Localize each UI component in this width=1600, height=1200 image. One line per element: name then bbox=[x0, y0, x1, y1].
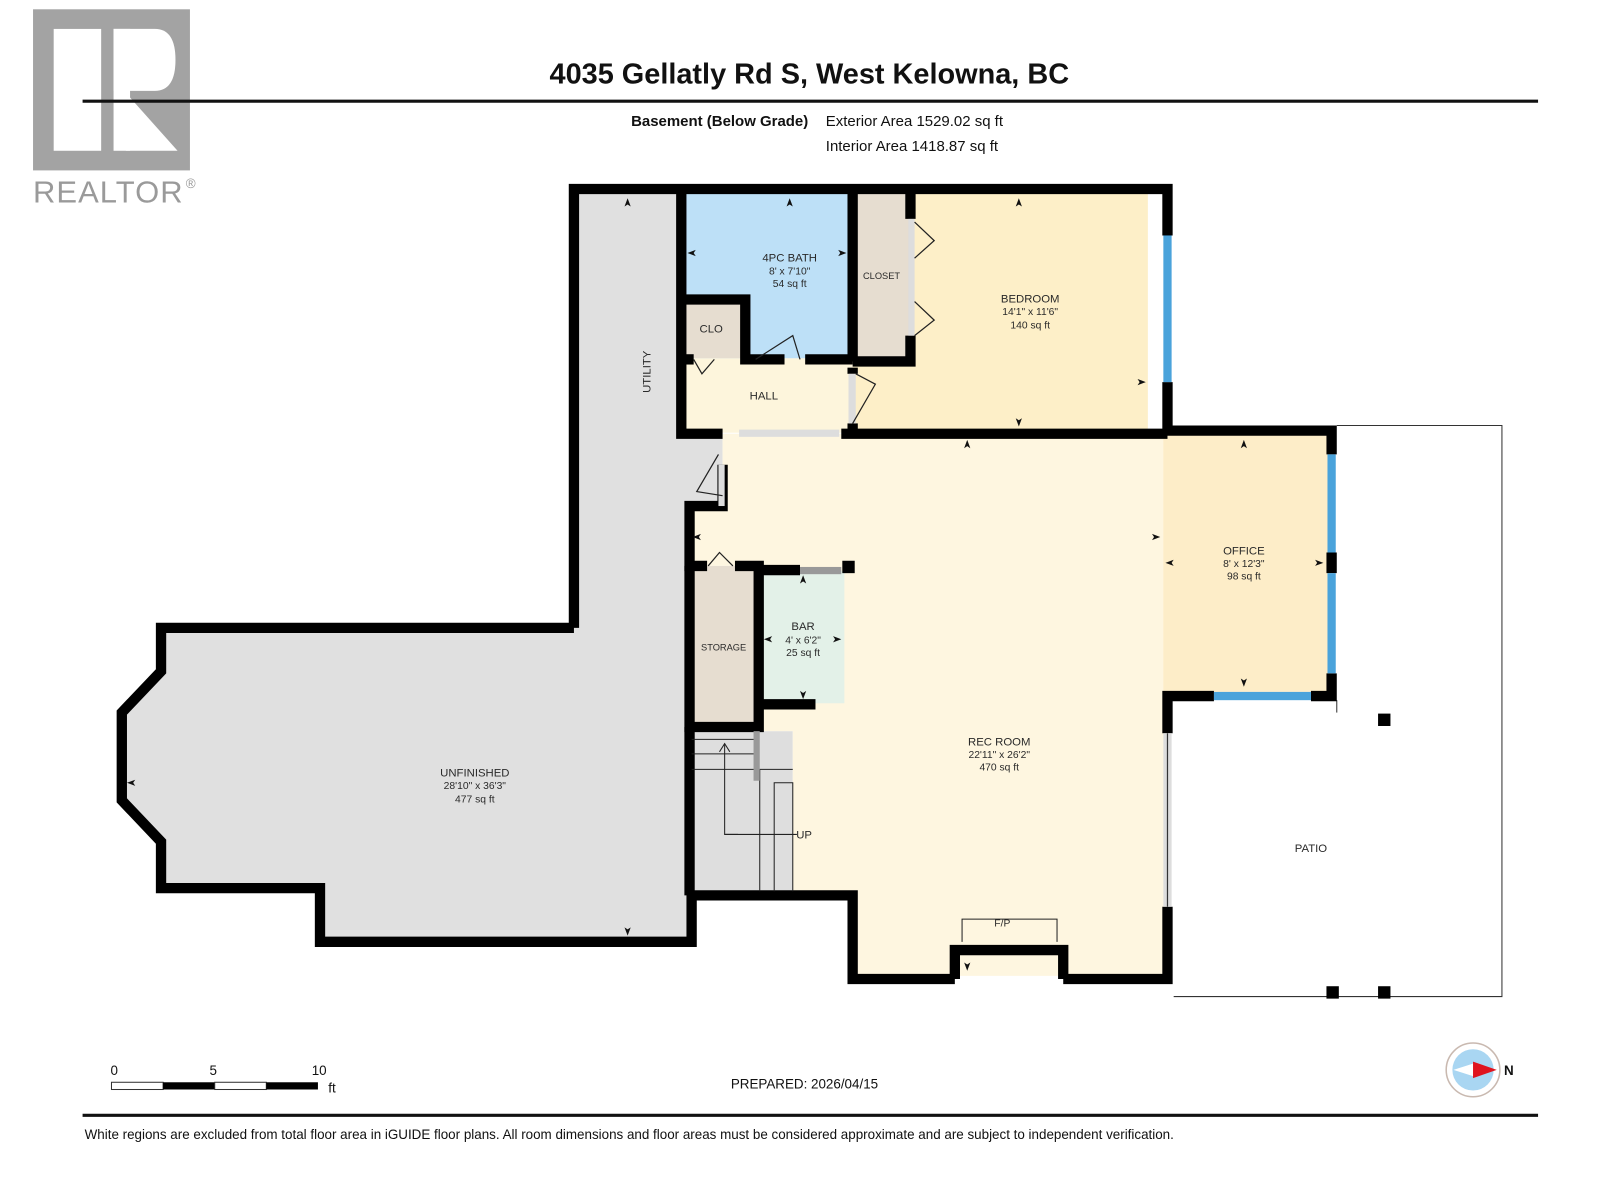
scale-unit: ft bbox=[328, 1081, 336, 1096]
room-bar[interactable]: BAR 4' x 6'2" 25 sq ft bbox=[785, 621, 821, 659]
room-office-floor bbox=[1163, 433, 1331, 692]
scale-tick-10: 10 bbox=[312, 1063, 327, 1078]
scale-bar: 0 5 10 ft bbox=[110, 1063, 336, 1096]
room-bar-floor bbox=[758, 571, 845, 704]
page-title: 4035 Gellatly Rd S, West Kelowna, BC bbox=[550, 59, 1070, 91]
bar-counter bbox=[800, 566, 842, 575]
room-dimensions: 4' x 6'2" bbox=[785, 635, 821, 646]
room-name: REC ROOM bbox=[968, 737, 1030, 749]
registered-mark: ® bbox=[186, 176, 196, 191]
room-office[interactable]: OFFICE 8' x 12'3" 98 sq ft bbox=[1223, 546, 1265, 583]
disclaimer: White regions are excluded from total fl… bbox=[85, 1127, 1174, 1142]
compass-north-label: N bbox=[1504, 1063, 1514, 1078]
prepared-date: PREPARED: 2026/04/15 bbox=[731, 1076, 878, 1091]
room-patio-label[interactable]: PATIO bbox=[1295, 843, 1328, 855]
room-area: 140 sq ft bbox=[1010, 320, 1050, 331]
patio-post bbox=[1378, 713, 1391, 726]
room-dimensions: 22'11" x 26'2" bbox=[968, 750, 1030, 761]
room-area: 54 sq ft bbox=[773, 279, 807, 290]
exterior-area: Exterior Area 1529.02 sq ft bbox=[826, 113, 1004, 130]
patio-post bbox=[1326, 986, 1339, 999]
room-clo-floor bbox=[681, 299, 746, 359]
closet-overlay bbox=[852, 188, 911, 359]
dimension-arrows bbox=[126, 198, 1324, 971]
room-bath[interactable]: 4PC BATH 8' x 7'10" 54 sq ft bbox=[762, 252, 817, 290]
patio-post bbox=[1378, 986, 1391, 999]
room-bedroom[interactable]: BEDROOM 14'1" x 11'6" 140 sq ft bbox=[1001, 294, 1060, 332]
room-name: 4PC BATH bbox=[762, 252, 817, 264]
stair-rail bbox=[753, 731, 760, 781]
room-name: OFFICE bbox=[1223, 546, 1265, 558]
bedroom-bay bbox=[1147, 188, 1168, 433]
room-rec[interactable]: REC ROOM 22'11" x 26'2" 470 sq ft bbox=[968, 737, 1030, 774]
fireplace-label: F/P bbox=[994, 918, 1010, 929]
room-dimensions: 8' x 12'3" bbox=[1223, 559, 1265, 570]
bar-post bbox=[842, 560, 855, 574]
windows bbox=[1163, 235, 1336, 701]
room-unfinished[interactable]: UNFINISHED 28'10" x 36'3" 477 sq ft bbox=[440, 768, 509, 806]
interior-area: Interior Area 1418.87 sq ft bbox=[826, 138, 999, 155]
room-utility-label[interactable]: UTILITY bbox=[641, 350, 653, 393]
room-unfinished-floor bbox=[121, 188, 723, 942]
room-name: BAR bbox=[791, 621, 814, 633]
room-dimensions: 28'10" x 36'3" bbox=[444, 781, 507, 792]
room-area: 98 sq ft bbox=[1227, 571, 1261, 582]
room-storage-label[interactable]: STORAGE bbox=[701, 643, 746, 653]
room-area: 470 sq ft bbox=[979, 762, 1019, 773]
room-area: 477 sq ft bbox=[455, 794, 495, 805]
level-label: Basement (Below Grade) bbox=[631, 113, 808, 130]
room-hall-floor bbox=[681, 358, 853, 433]
room-closet-label[interactable]: CLOSET bbox=[863, 271, 900, 281]
doors bbox=[693, 218, 1172, 907]
room-name: UNFINISHED bbox=[440, 768, 509, 780]
room-clo-label[interactable]: CLO bbox=[700, 324, 723, 336]
room-dimensions: 14'1" x 11'6" bbox=[1002, 307, 1058, 318]
room-area: 25 sq ft bbox=[786, 648, 820, 659]
room-storage-floor bbox=[689, 565, 759, 728]
compass-icon: N bbox=[1445, 1042, 1514, 1098]
room-hall-label[interactable]: HALL bbox=[750, 391, 778, 403]
scale-tick-0: 0 bbox=[110, 1063, 117, 1078]
stairs-floor bbox=[689, 731, 793, 892]
room-name: BEDROOM bbox=[1001, 294, 1060, 306]
fireplace-hearth bbox=[961, 918, 1058, 942]
room-dimensions: 8' x 7'10" bbox=[769, 267, 811, 278]
scale-tick-5: 5 bbox=[210, 1063, 217, 1078]
realtor-logo: REALTOR ® bbox=[33, 9, 196, 209]
walls bbox=[116, 183, 1337, 985]
realtor-wordmark: REALTOR bbox=[33, 174, 184, 209]
stairs-up-label: UP bbox=[796, 830, 812, 842]
